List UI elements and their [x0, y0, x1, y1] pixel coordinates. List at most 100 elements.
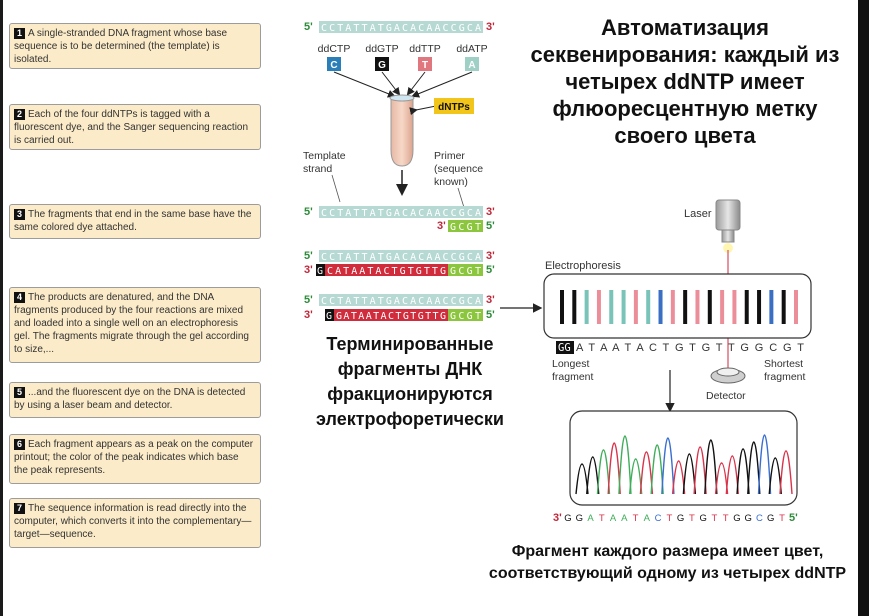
- chromatogram-peak: [747, 441, 761, 495]
- chromatogram-5prime: 5': [789, 512, 798, 524]
- russian-bottom-caption: Фрагмент каждого размера имеет цвет, соо…: [488, 543, 847, 582]
- gel-band: [621, 290, 626, 324]
- gel-read-first: GG: [558, 342, 571, 354]
- step-text: The fragments that end in the same base …: [14, 209, 252, 233]
- g2-primer-bg: [448, 264, 483, 276]
- g2-product-seq: CATAATACTGTGTTG: [327, 266, 446, 277]
- gel-read-rest: A T A A T A C T G T G T T G G C G T: [576, 342, 804, 354]
- laser-glow: [723, 243, 733, 253]
- chromatogram-peak: [596, 449, 611, 495]
- g2-3prime: 3': [486, 250, 495, 262]
- chromatogram-peak: [650, 444, 664, 495]
- chromatogram-peak: [757, 434, 772, 495]
- chromatogram-base: A: [587, 513, 594, 524]
- shortest-label-2: fragment: [764, 371, 806, 383]
- gel-band: [609, 290, 614, 324]
- g3-primer-bg: [448, 309, 483, 321]
- chromatogram-peak: [671, 460, 686, 495]
- ddntp-base-g: G: [378, 60, 386, 71]
- right-edge-bar: [858, 0, 869, 616]
- step-text: The products are denatured, and the DNA …: [14, 292, 249, 355]
- g3-template-bg: [319, 294, 483, 306]
- chromatogram-base: A: [644, 513, 651, 524]
- g3-ddntp-end: [325, 309, 334, 321]
- chromatogram-base: G: [745, 513, 752, 524]
- ddntp-box-g: [375, 57, 389, 71]
- longest-label-2: fragment: [552, 371, 594, 383]
- gel-band: [584, 290, 589, 324]
- gel-band: [757, 290, 762, 324]
- chromatogram-base: T: [666, 513, 672, 524]
- g2-product-5prime: 5': [486, 264, 495, 276]
- ddntp-base-c: C: [330, 60, 337, 71]
- g2-ddntp-end: [316, 264, 325, 276]
- chromatogram-base: T: [689, 513, 695, 524]
- russian-middle-caption: Терминированные фрагменты ДНК фракционир…: [316, 334, 504, 429]
- step-number: 6: [14, 439, 25, 450]
- dntps-label: dNTPs: [438, 102, 470, 113]
- g3-product-5prime: 5': [486, 309, 495, 321]
- step-text: Each of the four ddNTPs is tagged with a…: [14, 109, 249, 146]
- template-5prime: 5': [304, 21, 313, 33]
- chromatogram-base: C: [756, 513, 763, 524]
- template-3prime: 3': [486, 21, 495, 33]
- chromatogram-base: G: [564, 513, 571, 524]
- gel-read-first-bg: [556, 341, 574, 354]
- step-text: ...and the fluorescent dye on the DNA is…: [14, 387, 246, 411]
- template-strand-pointer: [331, 174, 341, 203]
- chromatogram-peak: [714, 462, 729, 495]
- gel-band: [683, 290, 688, 324]
- chromatogram-peak: [704, 439, 718, 495]
- g2-5prime: 5': [304, 250, 313, 262]
- chromatogram-peak: [618, 435, 632, 495]
- chromatogram-base: G: [767, 513, 774, 524]
- chromatogram-peak: [607, 442, 621, 495]
- gel-band: [707, 290, 712, 324]
- g3-product-seq: GATAATACTGTGTTG: [336, 311, 446, 322]
- laser-nozzle: [721, 229, 735, 243]
- gel-band: [633, 290, 638, 324]
- step-number: 1: [14, 28, 25, 39]
- shortest-label-1: Shortest: [764, 358, 803, 370]
- chromatogram-peak: [768, 457, 782, 495]
- ddntp-label-t: ddTTP: [409, 43, 441, 55]
- g1-5prime: 5': [304, 206, 313, 218]
- template-strand-label-2: strand: [303, 163, 332, 175]
- chromatogram-base: G: [733, 513, 740, 524]
- gel-band: [744, 290, 749, 324]
- g2-template-bg: [319, 250, 483, 262]
- step-number: 5: [14, 387, 25, 398]
- primer-label-1: Primer: [434, 150, 465, 162]
- detector-label: Detector: [706, 390, 746, 402]
- g3-3prime: 3': [486, 294, 495, 306]
- ddntp-base-a: A: [468, 60, 475, 71]
- tube-rim: [389, 94, 415, 102]
- gel-band: [769, 290, 774, 324]
- gel-band: [572, 290, 577, 324]
- template-seq-bg: [319, 21, 483, 33]
- chromatogram-base: T: [712, 513, 718, 524]
- g2-product-3prime: 3': [304, 264, 313, 276]
- chromatogram-base: T: [599, 513, 605, 524]
- reaction-tube: [390, 96, 414, 167]
- chromatogram-base: T: [779, 513, 785, 524]
- template-strand-label-1: Template: [303, 150, 346, 162]
- g1-template-bg: [319, 206, 483, 218]
- chromatogram-base: G: [576, 513, 583, 524]
- chromatogram-base: A: [610, 513, 617, 524]
- chromatogram-peak: [575, 463, 589, 495]
- gel-band: [596, 290, 601, 324]
- chromatogram-base: T: [633, 513, 639, 524]
- chromatogram-3prime: 3': [553, 512, 562, 524]
- gel-bands: [560, 290, 798, 324]
- chromatogram-peak: [725, 455, 740, 495]
- ddntp-box-t: [418, 57, 432, 71]
- chromatogram-peak: [586, 456, 600, 495]
